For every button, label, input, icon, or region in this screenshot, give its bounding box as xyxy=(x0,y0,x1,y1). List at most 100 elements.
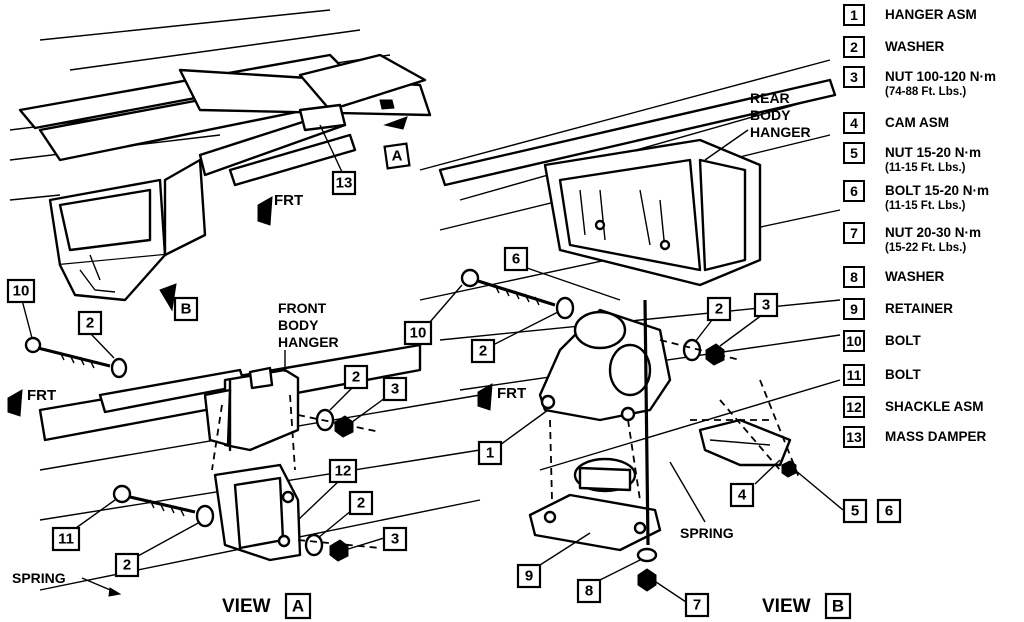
frt-arrow-2: FRT xyxy=(7,387,56,417)
legend-spec: (15-22 Ft. Lbs.) xyxy=(885,242,967,254)
view-key-b-text: B xyxy=(181,301,192,318)
legend-row-10: 10 BOLT xyxy=(843,330,921,352)
callout-7: 7 xyxy=(693,597,701,614)
legend-name: RETAINER xyxy=(885,301,954,316)
legend-text: NUT 20-30 N·m (15-22 Ft. Lbs.) xyxy=(885,224,981,256)
legend-spec: (74-88 Ft. Lbs.) xyxy=(885,86,967,98)
legend-text: WASHER xyxy=(885,268,944,285)
callout-12: 12 xyxy=(335,463,352,480)
view-a-word: VIEW xyxy=(222,596,271,617)
legend-row-3: 3 NUT 100-120 N·m (74-88 Ft. Lbs.) xyxy=(843,66,996,100)
legend-name: NUT 20-30 N·m xyxy=(885,225,982,240)
legend-text: BOLT xyxy=(885,366,921,383)
legend-name: NUT 15-20 N·m xyxy=(885,145,982,160)
callout-9: 9 xyxy=(525,568,533,585)
callout-4: 4 xyxy=(738,487,747,504)
callout-2-a: 2 xyxy=(86,315,94,332)
legend-num: 1 xyxy=(843,4,865,26)
legend-text: NUT 15-20 N·m (11-15 Ft. Lbs.) xyxy=(885,144,981,176)
legend-row-4: 4 CAM ASM xyxy=(843,112,949,134)
legend-num: 3 xyxy=(843,66,865,88)
frt-label-1: FRT xyxy=(274,192,303,209)
legend-text: RETAINER xyxy=(885,300,953,317)
callout-6-b: 6 xyxy=(885,503,893,520)
view-a-letter: A xyxy=(292,597,304,616)
legend-num: 4 xyxy=(843,112,865,134)
callout-8: 8 xyxy=(585,583,593,600)
callout-2-e: 2 xyxy=(479,343,487,360)
callout-10-view-b: 10 xyxy=(410,325,427,342)
legend-spec: (11-15 Ft. Lbs.) xyxy=(885,200,966,212)
callout-3-a: 3 xyxy=(391,381,399,398)
callout-11: 11 xyxy=(58,531,74,548)
legend-text: WASHER xyxy=(885,38,944,55)
view-a-assembly xyxy=(24,336,481,591)
view-key-a-text: A xyxy=(392,148,403,165)
legend-num: 11 xyxy=(843,364,865,386)
legend-row-6: 6 BOLT 15-20 N·m (11-15 Ft. Lbs.) xyxy=(843,180,989,214)
legend-text: NUT 100-120 N·m (74-88 Ft. Lbs.) xyxy=(885,68,996,100)
legend-row-13: 13 MASS DAMPER xyxy=(843,426,986,448)
legend-num: 10 xyxy=(843,330,865,352)
view-b-letter: B xyxy=(832,597,844,616)
callout-2-c: 2 xyxy=(357,495,365,512)
callouts: 13 10 2 2 3 12 2 3 11 xyxy=(6,124,902,618)
legend-num: 2 xyxy=(843,36,865,58)
legend-row-11: 11 BOLT xyxy=(843,364,921,386)
frt-label-3: FRT xyxy=(497,385,526,402)
legend-num: 9 xyxy=(843,298,865,320)
legend-num: 7 xyxy=(843,222,865,244)
legend-name: HANGER ASM xyxy=(885,7,977,22)
spring-label-a: SPRING xyxy=(12,570,66,586)
callout-2-b: 2 xyxy=(352,369,360,386)
legend-row-1: 1 HANGER ASM xyxy=(843,4,977,26)
legend-spec: (11-15 Ft. Lbs.) xyxy=(885,162,966,174)
front-hanger-label-2: BODY xyxy=(278,317,319,333)
front-hanger-label-1: FRONT xyxy=(278,300,327,316)
legend-text: MASS DAMPER xyxy=(885,428,986,445)
view-key-a: A xyxy=(383,142,411,170)
legend-name: CAM ASM xyxy=(885,115,949,130)
legend-text: BOLT xyxy=(885,332,921,349)
rear-hanger-label-2: BODY xyxy=(750,107,791,123)
legend-name: BOLT xyxy=(885,333,921,348)
legend-row-2: 2 WASHER xyxy=(843,36,944,58)
legend-row-12: 12 SHACKLE ASM xyxy=(843,396,984,418)
view-b-word: VIEW xyxy=(762,596,811,617)
legend-name: BOLT 15-20 N·m xyxy=(885,183,990,198)
legend-num: 12 xyxy=(843,396,865,418)
callout-6: 6 xyxy=(512,251,520,268)
callout-3-c: 3 xyxy=(762,297,770,314)
rear-hanger-label-1: REAR xyxy=(750,90,790,106)
text-labels: REAR BODY HANGER FRONT BODY HANGER SPRIN… xyxy=(12,90,852,620)
callout-2-f: 2 xyxy=(715,301,723,318)
spring-label-b: SPRING xyxy=(680,525,734,541)
legend-text: BOLT 15-20 N·m (11-15 Ft. Lbs.) xyxy=(885,182,989,214)
legend-num: 13 xyxy=(843,426,865,448)
front-hanger-label-3: HANGER xyxy=(278,334,339,350)
legend-name: WASHER xyxy=(885,269,945,284)
view-b-assembly xyxy=(419,59,841,592)
callout-10-view-a: 10 xyxy=(13,283,30,300)
legend-row-5: 5 NUT 15-20 N·m (11-15 Ft. Lbs.) xyxy=(843,142,981,176)
legend-num: 8 xyxy=(843,266,865,288)
frt-label-2: FRT xyxy=(27,387,56,404)
frt-arrow-3: FRT xyxy=(477,383,526,411)
legend-row-8: 8 WASHER xyxy=(843,266,944,288)
legend-num: 5 xyxy=(843,142,865,164)
callout-3-b: 3 xyxy=(391,531,399,548)
legend-text: CAM ASM xyxy=(885,114,949,131)
rear-hanger-label-3: HANGER xyxy=(750,124,811,140)
legend-text: HANGER ASM xyxy=(885,6,977,23)
legend-name: SHACKLE ASM xyxy=(885,399,984,414)
legend-row-9: 9 RETAINER xyxy=(843,298,953,320)
view-key-b: B xyxy=(159,283,199,322)
callout-1: 1 xyxy=(486,445,494,462)
legend-num: 6 xyxy=(843,180,865,202)
legend-name: BOLT xyxy=(885,367,921,382)
callout-2-d: 2 xyxy=(123,557,131,574)
legend-text: SHACKLE ASM xyxy=(885,398,984,415)
legend-name: MASS DAMPER xyxy=(885,429,987,444)
legend-name: NUT 100-120 N·m xyxy=(885,69,997,84)
